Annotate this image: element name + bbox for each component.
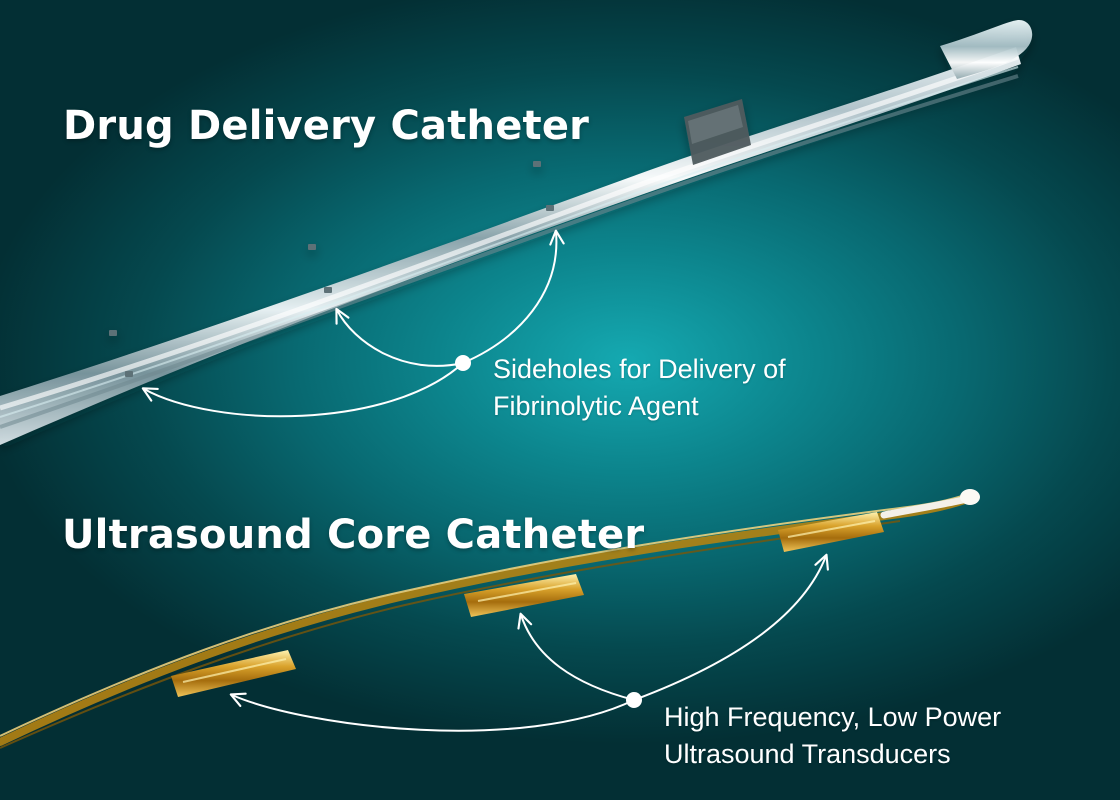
ultrasound-catheter-tip xyxy=(960,489,980,505)
ultrasound-transducer-3 xyxy=(778,512,884,552)
ultrasound-title: Ultrasound Core Catheter xyxy=(62,512,645,558)
sidehole-callout-dot xyxy=(455,355,471,371)
drug-delivery-catheter xyxy=(0,19,1033,445)
transducer-callout-dot xyxy=(626,692,642,708)
transducer-callout-arrows xyxy=(229,553,829,732)
transducers-caption: High Frequency, Low Power Ultrasound Tra… xyxy=(664,699,1001,773)
sidehole-callout-arrows xyxy=(141,229,565,418)
sideholes-caption-line-2: Fibrinolytic Agent xyxy=(493,391,699,421)
transducers-caption-line-1: High Frequency, Low Power xyxy=(664,702,1002,732)
ultrasound-core-catheter xyxy=(0,489,980,749)
sideholes-caption: Sideholes for Delivery of Fibrinolytic A… xyxy=(493,351,786,425)
ultrasound-transducer-2 xyxy=(464,574,584,617)
ultrasound-transducer-1 xyxy=(171,650,296,697)
sideholes-caption-line-1: Sideholes for Delivery of xyxy=(493,354,786,384)
sidehole-markers xyxy=(109,161,554,377)
transducers-caption-line-2: Ultrasound Transducers xyxy=(664,739,951,769)
drug-delivery-title: Drug Delivery Catheter xyxy=(63,103,590,149)
